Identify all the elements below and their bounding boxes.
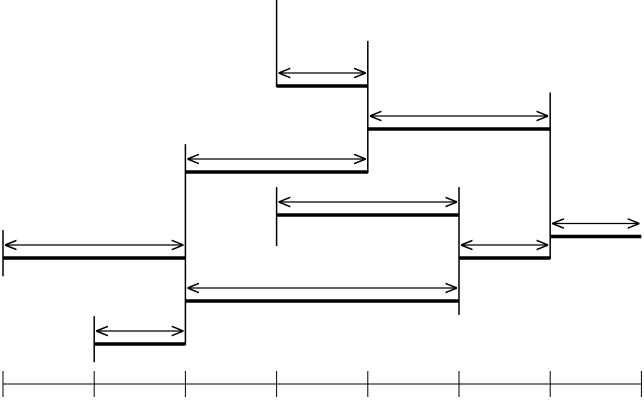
activity-bars — [3, 73, 641, 344]
activity-a6 — [459, 245, 550, 258]
activity-a7 — [550, 224, 641, 237]
activity-a5 — [3, 245, 185, 258]
activity-a4 — [277, 202, 459, 215]
activity-a2 — [368, 116, 550, 129]
activity-a3 — [185, 159, 367, 172]
milestone-lines — [3, 0, 550, 362]
time-axis — [3, 371, 641, 397]
activity-a8 — [185, 288, 459, 301]
activity-a9 — [94, 331, 185, 344]
activity-a1 — [277, 73, 368, 86]
